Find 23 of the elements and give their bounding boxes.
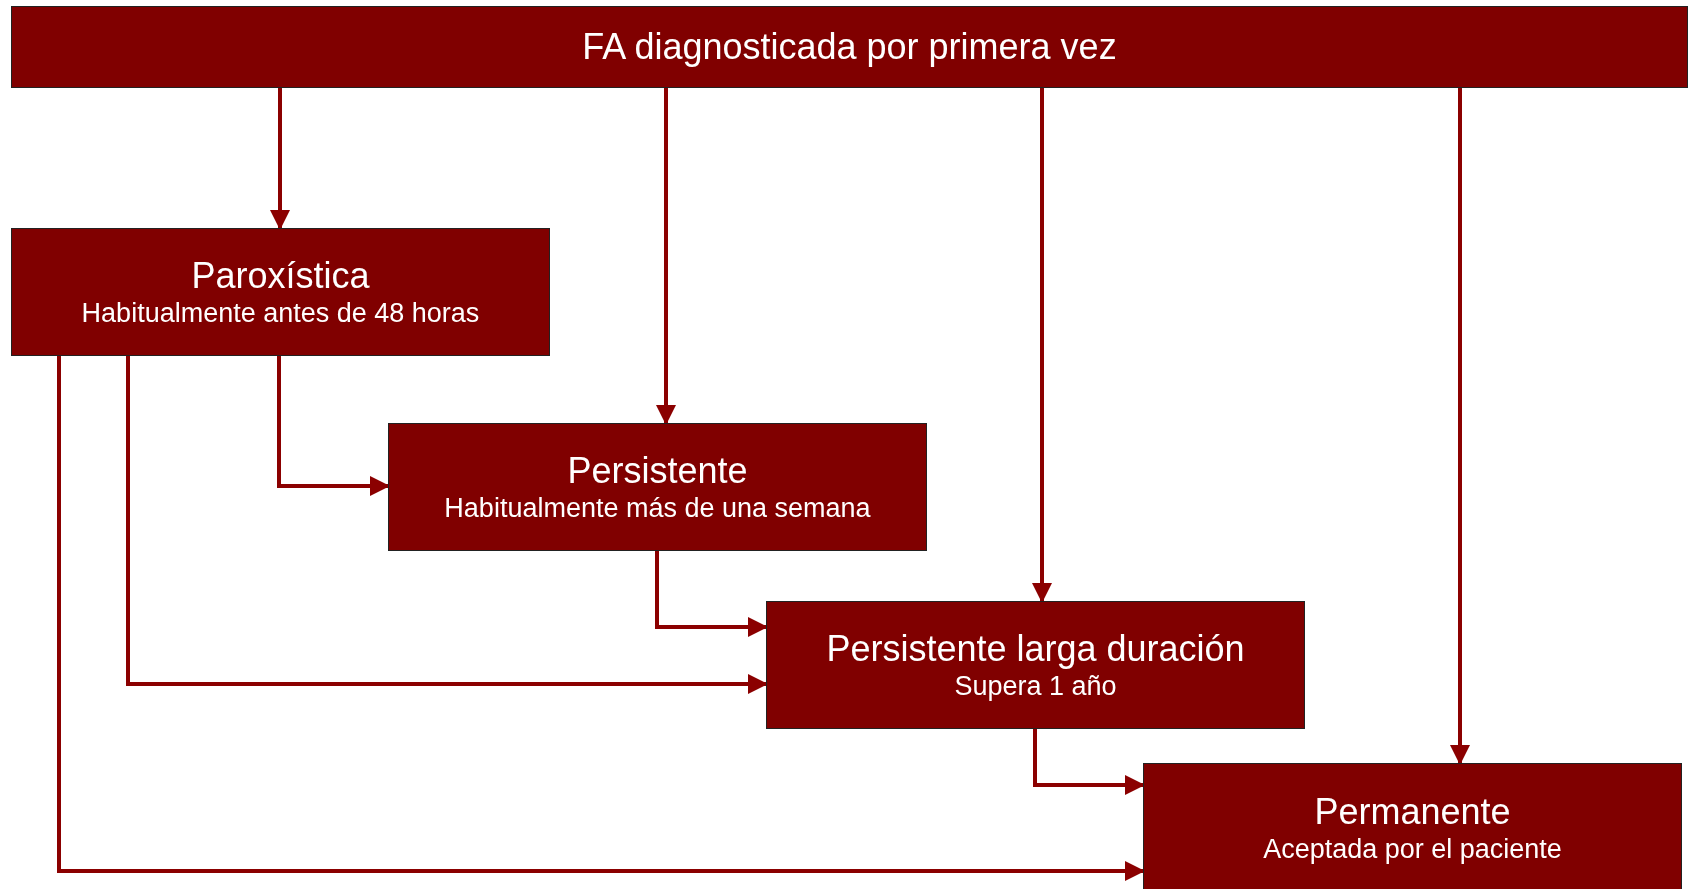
node-description: Aceptada por el paciente	[1263, 832, 1562, 865]
arrow	[270, 88, 290, 230]
category-box	[388, 423, 927, 551]
arrow	[1032, 88, 1052, 603]
node-title: Persistente larga duración	[826, 628, 1245, 670]
node-description: Habitualmente antes de 48 horas	[81, 296, 480, 329]
arrow	[277, 356, 390, 496]
arrow	[655, 551, 768, 637]
arrow	[57, 356, 1145, 881]
node-description: Habitualmente más de una semana	[444, 491, 871, 524]
arrow	[1450, 88, 1470, 765]
category-box	[766, 601, 1305, 729]
category-box	[1143, 763, 1682, 889]
header-bar	[11, 6, 1688, 88]
arrow	[126, 356, 768, 694]
node-title: FA diagnosticada por primera vez	[582, 26, 1117, 68]
node-title: Permanente	[1314, 791, 1511, 833]
arrow	[656, 88, 676, 425]
node-title: Paroxística	[191, 255, 370, 297]
node-title: Persistente	[567, 450, 748, 492]
node-description: Supera 1 año	[954, 669, 1117, 702]
category-box	[11, 228, 550, 356]
arrow	[1033, 729, 1145, 795]
